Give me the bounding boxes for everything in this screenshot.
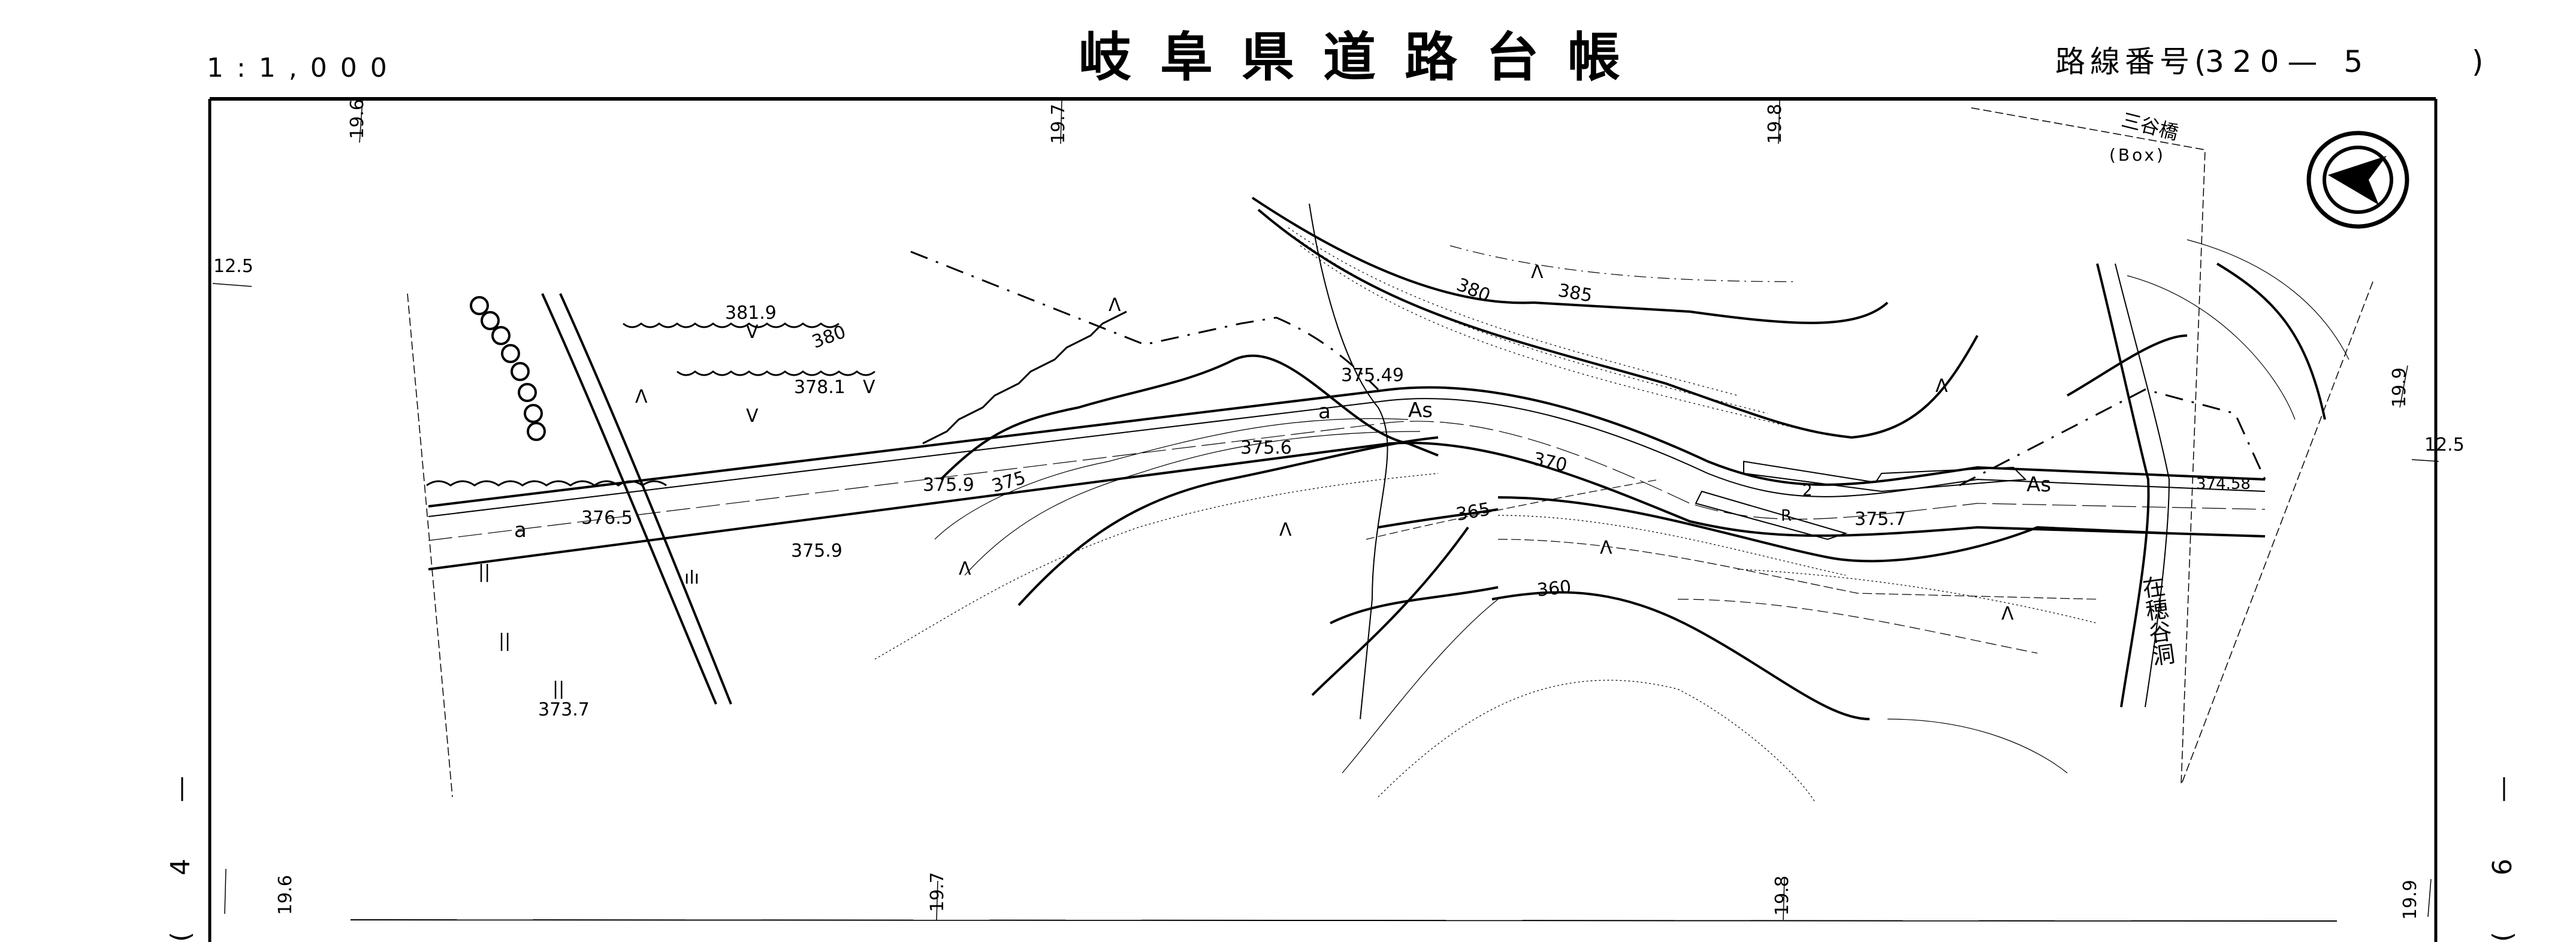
north-arrow-icon <box>2306 131 2409 229</box>
forest-symbol: Λ <box>1600 538 1612 558</box>
scale-label: 1:1,000 <box>207 53 400 83</box>
river <box>1309 203 2170 720</box>
grid-label-left-1: 12.5 <box>213 256 253 277</box>
boundary-line <box>910 250 2266 487</box>
grid-label-bottom-3: 19.8 <box>1772 875 1793 916</box>
spot-height: 375.9 <box>923 475 974 496</box>
spot-height: 378.1 <box>794 377 845 398</box>
block-hatch <box>1695 460 2027 541</box>
spot-height: 375.49 <box>1341 365 1404 386</box>
field-symbol: V <box>746 322 759 343</box>
page-mark-left: ( 4 — <box>165 751 196 942</box>
spot-height: 375.9 <box>791 541 842 561</box>
spot-height: 374.58 <box>2196 475 2251 493</box>
forest-symbol: Λ <box>1935 376 1948 397</box>
page-mark-right: ( 6 — <box>2487 751 2518 942</box>
road-mark-a: a <box>1318 400 1331 424</box>
grid-label-bottom-1: 19.6 <box>275 875 296 915</box>
map-frame <box>208 97 2438 942</box>
road-mark-r: R <box>1781 507 1792 525</box>
grid-label-right-1: 12.5 <box>2424 434 2465 455</box>
main-road <box>428 386 2266 570</box>
paddy-symbol: || <box>478 561 491 582</box>
field-symbol: V <box>863 377 875 398</box>
spot-height: 381.9 <box>725 303 777 324</box>
slope-symbols <box>426 310 1127 487</box>
road-mark-2: 2 <box>1802 482 1813 500</box>
document-title: 岐阜県道路台帳 <box>1079 26 1650 88</box>
surface-as-label: As <box>2027 473 2051 497</box>
surface-as-label: As <box>1408 398 1433 422</box>
spot-height: 375.7 <box>1855 509 1906 530</box>
paddy-symbol: || <box>552 678 565 699</box>
hedge-symbol <box>470 296 546 441</box>
road-mark-a: a <box>514 518 527 542</box>
paddy-symbol: || <box>499 630 511 651</box>
grid-label-right-upper: 19.9 <box>2389 367 2410 407</box>
route-close: ) <box>2472 44 2484 79</box>
grid-label-bottom-4: 19.9 <box>2400 880 2421 920</box>
spot-height: 375.6 <box>1240 437 1292 458</box>
route-number-value: 320— 5 <box>2205 44 2372 79</box>
grid-ticks <box>212 100 2439 920</box>
survey-boundary <box>407 107 2373 798</box>
forest-symbol: Λ <box>1531 262 1544 283</box>
bridge-type: (Box) <box>2109 145 2166 165</box>
grid-label-top-2: 19.7 <box>1048 104 1069 144</box>
side-road <box>541 293 732 705</box>
grid-label-bottom-2: 19.7 <box>927 872 948 912</box>
grid-label-top-3: 19.8 <box>1765 104 1786 144</box>
wasteland-symbol: ılı <box>684 567 700 588</box>
spot-height: 376.5 <box>581 508 633 529</box>
forest-symbol: Λ <box>635 387 648 407</box>
forest-symbol: Λ <box>1279 520 1292 541</box>
spot-height: 373.7 <box>538 699 590 720</box>
grid-label-top-1: 19.6 <box>347 99 368 139</box>
forest-symbol: Λ <box>1109 295 1121 316</box>
contour-lines <box>874 197 2349 804</box>
forest-symbol: Λ <box>2001 603 2014 624</box>
contour-label: 360 <box>1536 576 1572 601</box>
forest-symbol: Λ <box>959 558 971 579</box>
route-label: 路線番号( <box>2055 44 2211 79</box>
field-symbol: V <box>746 406 759 427</box>
